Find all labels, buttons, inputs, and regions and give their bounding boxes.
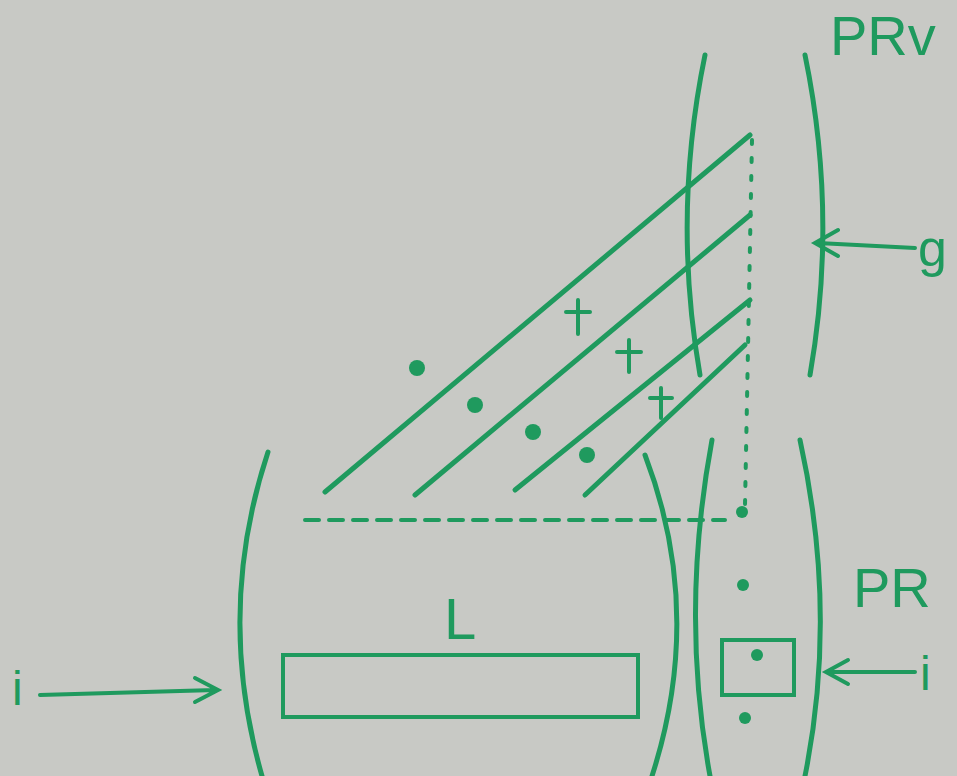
index-label: i	[12, 665, 23, 713]
node-label: PR	[853, 560, 931, 616]
plus-mark	[650, 388, 672, 418]
dotted-line	[305, 518, 725, 522]
vector-dot	[737, 579, 749, 591]
diagonal-line	[515, 300, 750, 490]
leader-arrow	[815, 230, 915, 256]
node-label: L	[444, 590, 476, 648]
vector-element	[722, 640, 794, 695]
bracket	[800, 440, 820, 776]
matrix-row	[283, 655, 638, 717]
vector-dot	[736, 506, 748, 518]
bracket	[805, 55, 823, 375]
plus-mark	[566, 300, 590, 334]
index-label: i	[920, 650, 931, 698]
node-label: PRv	[830, 8, 936, 64]
g-label: g	[918, 222, 947, 274]
leader-arrow	[40, 678, 218, 702]
diagonal-line	[415, 215, 750, 495]
star-mark	[467, 397, 483, 413]
vector-prv: PRv	[670, 0, 955, 390]
leader-arrow	[826, 660, 915, 684]
star-mark	[579, 447, 595, 463]
vector-dot	[739, 712, 751, 724]
vector-pr: PR	[690, 430, 955, 776]
diagonal-line	[585, 345, 745, 495]
bracket	[695, 440, 712, 776]
diagonal-line	[325, 135, 750, 492]
vector-dot	[751, 649, 763, 661]
dotted-line	[745, 140, 752, 505]
star-mark	[525, 424, 541, 440]
bracket	[240, 452, 268, 776]
matrix-l: L	[225, 440, 695, 776]
bracket	[687, 55, 705, 375]
plus-mark	[617, 340, 641, 372]
bracket	[645, 455, 677, 776]
star-mark	[409, 360, 425, 376]
